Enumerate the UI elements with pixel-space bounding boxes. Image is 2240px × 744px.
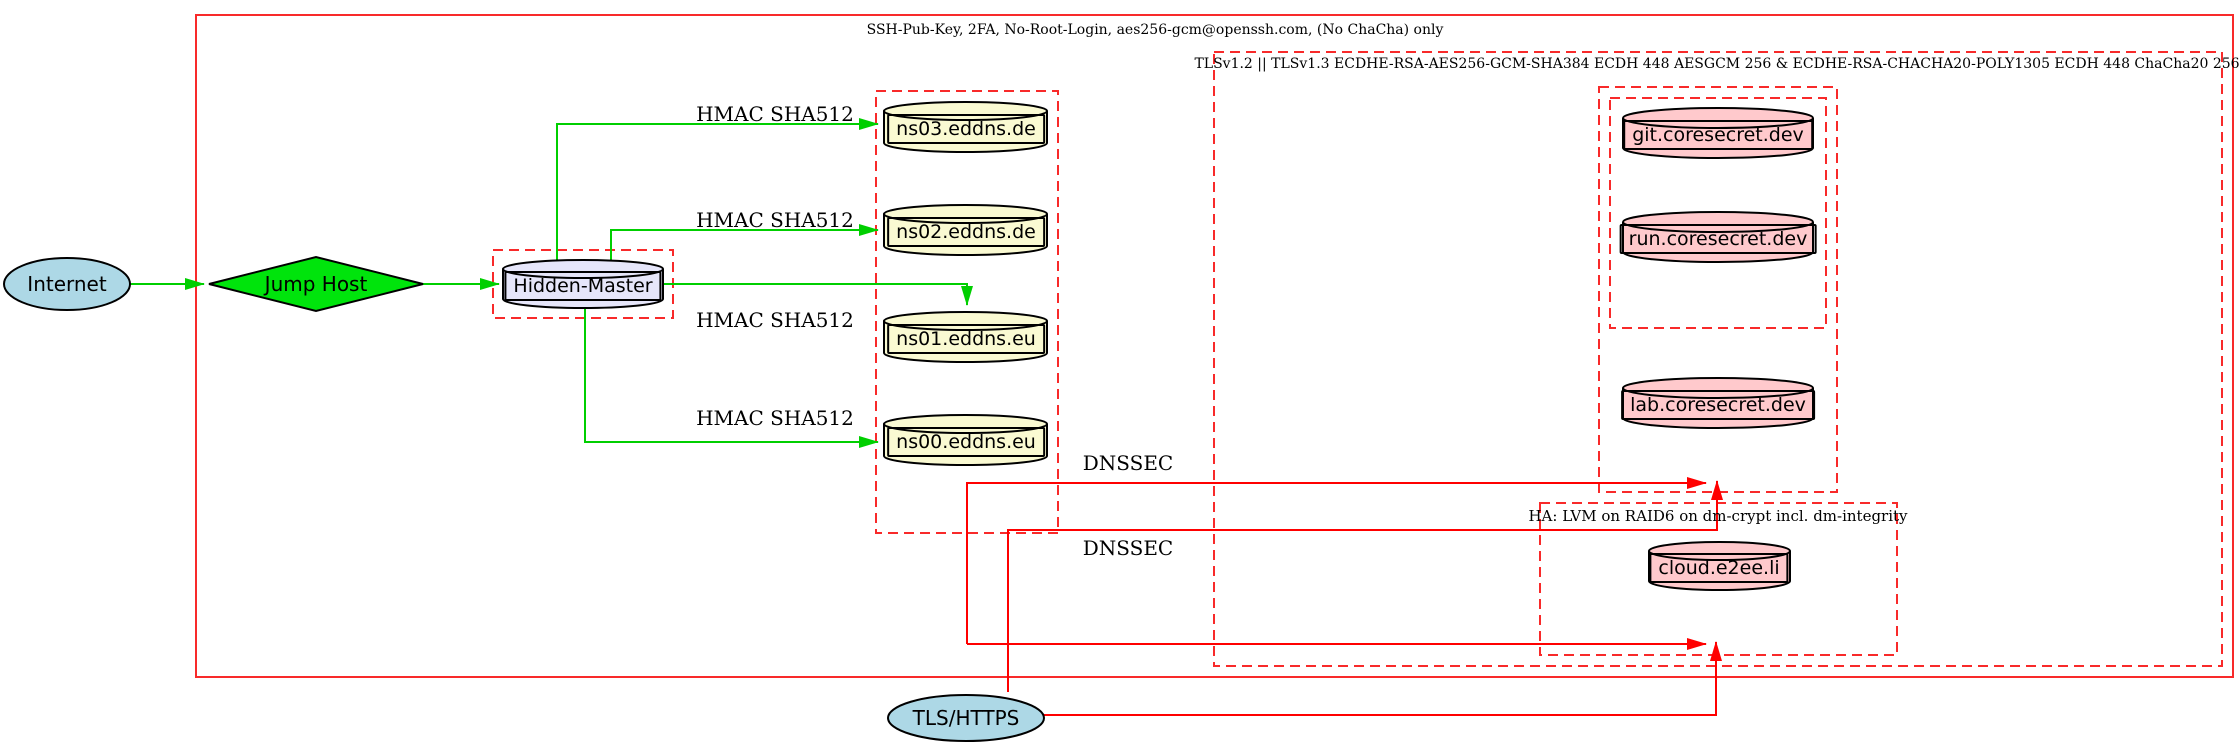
node-label-ns00: ns00.eddns.eu <box>887 427 1045 457</box>
edge-label-dnssec-1: DNSSEC <box>1082 451 1174 475</box>
cluster-tls-border <box>1213 51 2223 667</box>
cluster-label-ha: HA: LVM on RAID6 on dm-crypt incl. dm-in… <box>1528 507 1908 525</box>
node-internet-shape <box>3 257 131 311</box>
node-label-internet: Internet <box>27 272 107 296</box>
node-label-run: run.coresecret.dev <box>1619 224 1817 254</box>
cluster-coresecret-inner-border <box>1609 97 1827 329</box>
edge-label-hmac-3: HMAC SHA512 <box>696 308 854 332</box>
node-label-cloud: cloud.e2ee.li <box>1649 553 1789 583</box>
cluster-label-tls: TLSv1.2 || TLSv1.3 ECDHE-RSA-AES256-GCM-… <box>1194 56 2240 72</box>
node-label-hiddenmaster: Hidden-Master <box>504 271 662 301</box>
cluster-eddns-border <box>875 90 1059 534</box>
node-label-ns03: ns03.eddns.de <box>887 114 1045 144</box>
node-hiddenmaster-cap <box>502 268 664 279</box>
node-tlshttps-shape <box>887 694 1045 742</box>
edge-hiddenmaster-ns00 <box>584 307 879 448</box>
edge-hiddenmaster-ns02 <box>610 224 879 261</box>
cluster-ha-border <box>1539 502 1898 656</box>
node-git-cap <box>1622 117 1814 129</box>
node-label-git: git.coresecret.dev <box>1623 120 1813 150</box>
node-run-cap <box>1622 221 1814 233</box>
edge-label-hmac-1: HMAC SHA512 <box>696 102 854 126</box>
node-label-ns02: ns02.eddns.de <box>887 217 1045 247</box>
node-label-jumphost: Jump Host <box>264 272 368 296</box>
node-lab-cap <box>1622 387 1814 399</box>
node-jumphost-shape <box>208 255 424 313</box>
edge-tlshttps-coresecret <box>1007 480 1723 692</box>
cluster-label-ssh: SSH-Pub-Key, 2FA, No-Root-Login, aes256-… <box>866 22 1444 38</box>
node-label-tlshttps: TLS/HTTPS <box>912 706 1020 730</box>
red-edges <box>966 477 1723 716</box>
node-label-ns01: ns01.eddns.eu <box>887 324 1045 354</box>
cluster-ssh-border <box>195 14 2234 678</box>
green-edges <box>130 118 973 448</box>
edge-hiddenmaster-ns03 <box>556 118 879 261</box>
edge-hiddenmaster-ns01 <box>663 283 973 306</box>
node-label-lab: lab.coresecret.dev <box>1621 390 1815 420</box>
edge-label-hmac-4: HMAC SHA512 <box>696 406 854 430</box>
edge-label-hmac-2: HMAC SHA512 <box>696 208 854 232</box>
edge-tlshttps-ha <box>1043 641 1722 716</box>
edge-label-dnssec-2: DNSSEC <box>1082 536 1174 560</box>
edge-dnssec-upper <box>966 477 1707 644</box>
